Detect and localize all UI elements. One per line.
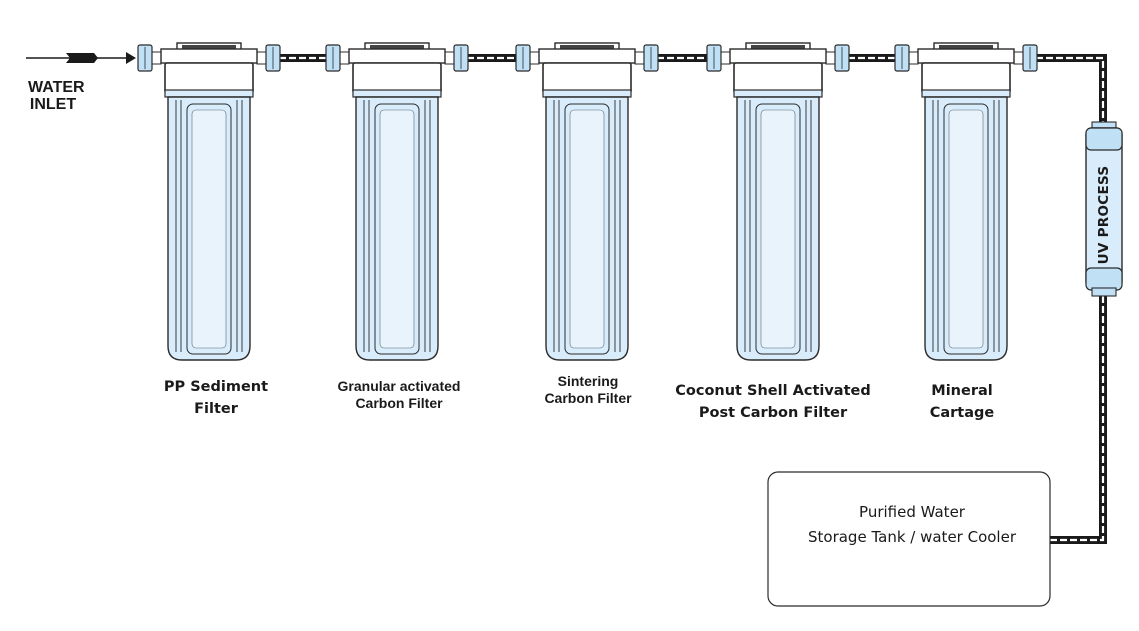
head-collar: [164, 89, 254, 98]
filter-housing-sintering-carbon: [528, 42, 646, 361]
head-block: [352, 62, 442, 94]
cap-plate: [160, 48, 258, 64]
inlet-arrowhead-icon: [126, 52, 136, 64]
uv-bottom-cap: [1091, 287, 1117, 297]
filter-housing-coconut-shell-carbon: [719, 42, 837, 361]
filter-label-mineral: Mineral Cartage: [902, 380, 1022, 424]
head-block: [542, 62, 632, 94]
filter-label-line2: Carbon Filter: [355, 395, 443, 411]
head-block: [921, 62, 1011, 94]
head-collar: [733, 89, 823, 98]
filter-label-sintering-carbon: Sintering Carbon Filter: [518, 373, 658, 407]
storage-tank-label-line1: Purified Water: [859, 503, 965, 521]
top-knob-band: [370, 45, 424, 49]
head-block: [164, 62, 254, 94]
tank-feed-pipe: [1050, 296, 1107, 544]
cap-plate: [348, 48, 446, 64]
filter-housing-pp-sediment: [150, 42, 268, 361]
tank-feed-pipe-inner: [1050, 296, 1105, 542]
head-collar: [352, 89, 442, 98]
filter-cartridge-core: [379, 109, 415, 349]
water-inlet-label-line2: INLET: [29, 96, 77, 113]
filter-housing-mineral: [907, 42, 1025, 361]
cap-plate: [917, 48, 1015, 64]
filter-label-line1: Sintering: [557, 373, 619, 389]
head-collar: [921, 89, 1011, 98]
top-knob-band: [939, 45, 993, 49]
filter-label-line2: Cartage: [929, 405, 995, 421]
filter-cartridge-core: [191, 109, 227, 349]
top-knob-band: [182, 45, 236, 49]
uv-top-collar: [1085, 127, 1123, 151]
head-block: [733, 62, 823, 94]
top-knob-band: [560, 45, 614, 49]
filter-housing-granular-carbon: [338, 42, 456, 361]
top-knob-band: [751, 45, 805, 49]
filter-label-granular-carbon: Granular activated Carbon Filter: [318, 378, 480, 412]
filter-cartridge-core: [760, 109, 796, 349]
filter-label-line2: Post Carbon Filter: [698, 405, 848, 421]
uv-bottom-collar: [1085, 267, 1123, 291]
filter-units-layer: [137, 42, 1123, 361]
filter-label-line2: Carbon Filter: [544, 390, 632, 406]
storage-tank-label-line2: Storage Tank / water Cooler: [807, 528, 1016, 546]
filter-label-line1: PP Sediment: [163, 379, 269, 395]
filter-label-line1: Coconut Shell Activated: [675, 383, 871, 399]
outlet-pipe-inner: [1026, 56, 1105, 128]
water-inlet-label: WATER INLET: [28, 79, 85, 113]
uv-process-label-text: UV PROCESS: [1096, 165, 1112, 265]
cap-plate: [729, 48, 827, 64]
filter-label-pp-sediment: PP Sediment Filter: [136, 376, 296, 420]
water-inlet-label-line1: WATER: [28, 79, 85, 96]
filter-label-line1: Granular activated: [337, 378, 461, 394]
filter-label-coconut-shell-carbon: Coconut Shell Activated Post Carbon Filt…: [664, 380, 882, 424]
filter-cartridge: [564, 103, 610, 355]
head-collar: [542, 89, 632, 98]
inlet-arrow-feather-icon: [66, 53, 98, 63]
uv-process-label: UV PROCESS: [1084, 160, 1124, 270]
storage-tank-label: Purified Water Storage Tank / water Cool…: [770, 500, 1054, 550]
uv-sterilizer: [1085, 121, 1123, 297]
filter-cartridge: [943, 103, 989, 355]
filter-cartridge: [374, 103, 420, 355]
filter-cartridge: [186, 103, 232, 355]
filter-cartridge-core: [948, 109, 984, 349]
filter-label-line2: Filter: [194, 401, 238, 417]
filter-label-line1: Mineral: [931, 383, 993, 399]
cap-plate: [538, 48, 636, 64]
extras-layer: [26, 52, 1051, 607]
filter-cartridge: [755, 103, 801, 355]
filter-cartridge-core: [569, 109, 605, 349]
storage-tank-box: [767, 471, 1051, 607]
